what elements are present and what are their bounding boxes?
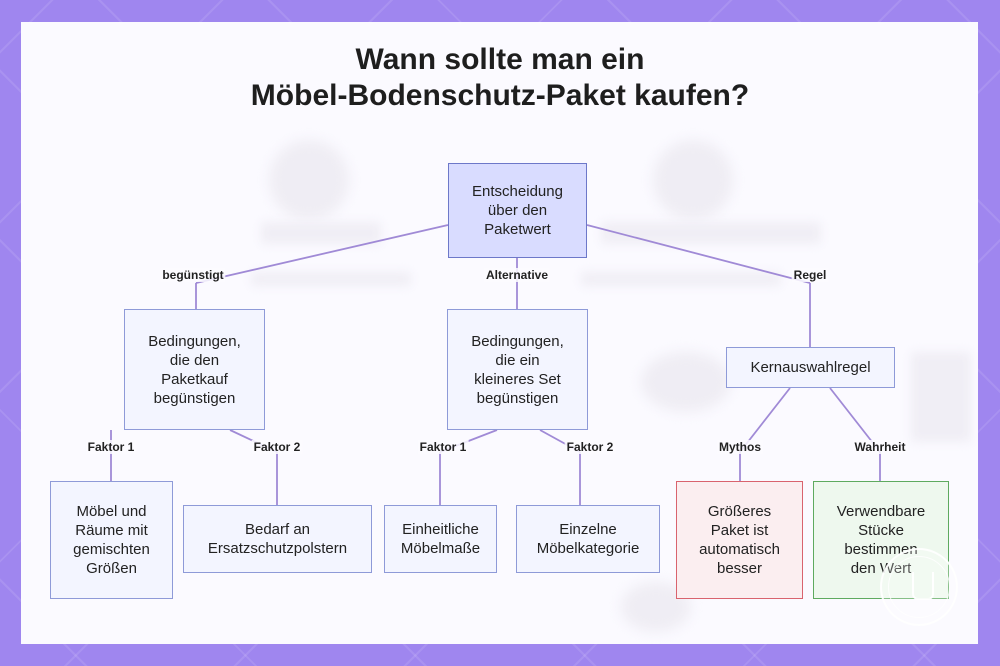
node-smaller-set-conditions: Bedingungen, die ein kleineres Set begün…	[447, 309, 588, 430]
node-core-rule-label: Kernauswahlregel	[750, 359, 871, 376]
edge-label-myth: Mythos	[717, 440, 763, 454]
background-blur-shape	[653, 140, 733, 220]
background-blur-shape	[269, 140, 349, 220]
edge-root-rule	[586, 224, 811, 284]
edge-label-factor2-a: Faktor 2	[251, 440, 303, 454]
edge-label-factor2-b: Faktor 2	[564, 440, 616, 454]
title-line-1: Wann sollte man ein	[355, 43, 645, 76]
cup-icon	[912, 572, 934, 600]
background-blur-shape	[601, 222, 821, 244]
node-root-label: Entscheidung über den Paketwert	[472, 183, 563, 238]
edge-label-truth: Wahrheit	[852, 440, 908, 454]
title-line-2: Möbel-Bodenschutz-Paket kaufen?	[250, 79, 750, 112]
background-blur-shape	[641, 352, 731, 412]
node-root: Entscheidung über den Paketwert	[448, 163, 587, 258]
node-myth: Größeres Paket ist automatisch besser	[676, 481, 803, 599]
background-blur-shape	[581, 272, 781, 286]
node-smaller-set-conditions-label: Bedingungen, die ein kleineres Set begün…	[471, 332, 564, 407]
background-blur-shape	[911, 352, 971, 442]
diagram-title: Wann sollte man ein Möbel-Bodenschutz-Pa…	[0, 42, 1000, 114]
background-blur-shape	[261, 222, 381, 244]
node-favor-conditions-label: Bedingungen, die den Paketkauf begünstig…	[148, 332, 241, 407]
node-myth-label: Größeres Paket ist automatisch besser	[699, 503, 780, 577]
node-spare-pads-label: Bedarf an Ersatzschutzpolstern	[207, 521, 348, 557]
edge-label-favor: begünstigt	[160, 268, 226, 282]
edge-label-factor1-b: Faktor 1	[417, 440, 469, 454]
edge-label-alternative: Alternative	[483, 268, 551, 282]
edge-label-rule: Regel	[791, 268, 829, 282]
node-core-rule: Kernauswahlregel	[726, 347, 895, 388]
node-single-category-label: Einzelne Möbelkategorie	[536, 521, 640, 557]
node-mixed-sizes: Möbel und Räume mit gemischten Größen	[50, 481, 173, 599]
edge-label-factor1-a: Faktor 1	[85, 440, 137, 454]
edge-root-favor	[195, 224, 449, 284]
node-uniform-dimensions-label: Einheitliche Möbelmaße	[400, 521, 481, 557]
node-spare-pads: Bedarf an Ersatzschutzpolstern	[183, 505, 372, 573]
watermark-seal-icon	[880, 548, 958, 626]
node-favor-conditions: Bedingungen, die den Paketkauf begünstig…	[124, 309, 265, 430]
background-blur-shape	[251, 272, 411, 286]
node-mixed-sizes-label: Möbel und Räume mit gemischten Größen	[73, 503, 150, 577]
node-single-category: Einzelne Möbelkategorie	[516, 505, 660, 573]
node-uniform-dimensions: Einheitliche Möbelmaße	[384, 505, 497, 573]
